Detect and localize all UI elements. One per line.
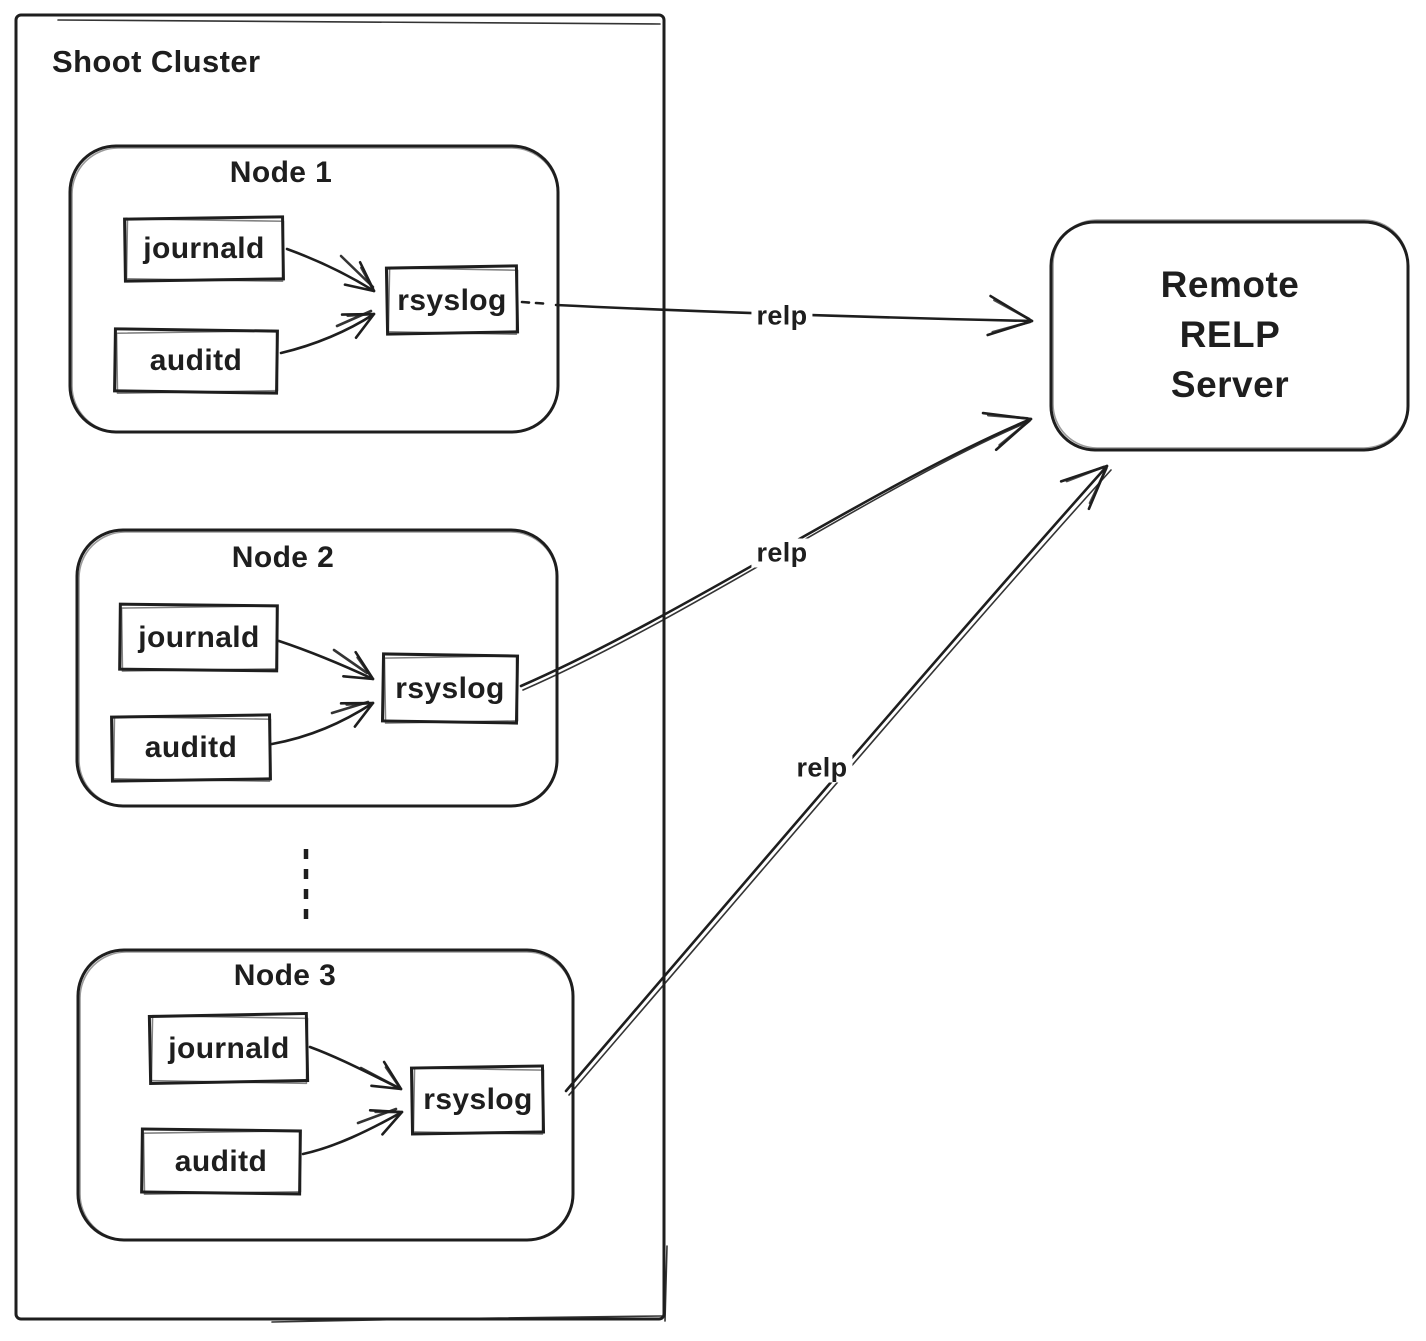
node-1-journald-box [123,215,285,283]
node-1-auditd-box [113,327,279,395]
node-2-auditd-label: auditd [144,731,238,764]
node-2-rsyslog-box [380,652,520,725]
node-1-internal-arrows [279,247,376,355]
remote-relp-server-label-line2: Server [1170,363,1290,405]
node-3-rsyslog-box [409,1064,546,1136]
node-3-journald-box [147,1011,310,1086]
node-2-internal-arrows [270,639,375,746]
node-2-journald-label: journald [138,621,260,654]
node-2-title: Node 2 [231,541,335,574]
remote-relp-server-label: Remote RELP Server [1132,260,1328,410]
remote-relp-server-box [1049,219,1410,452]
node-1-journald-label: journald [143,232,265,265]
node-3-internal-arrows [301,1045,404,1156]
node-1-title: Node 1 [229,156,333,189]
node-3-title: Node 3 [233,959,337,992]
node-3-rsyslog-label: rsyslog [423,1083,533,1116]
node-3-box [76,948,575,1242]
node-1-auditd-label: auditd [149,344,243,377]
node-1-box [68,144,560,434]
node-3-auditd-label: auditd [174,1145,268,1178]
node-3-auditd-box [140,1127,302,1196]
node-2-journald-box [118,602,279,673]
node-2-rsyslog-label: rsyslog [395,672,505,705]
node-3-journald-label: journald [168,1032,290,1065]
remote-relp-server-label-line1: Remote RELP [1160,264,1300,356]
edge-relp-label-3: relp [791,753,853,783]
edge-relp-label-2: relp [751,538,813,568]
cluster-title: Shoot Cluster [52,44,261,79]
edge-relp-label-1: relp [751,301,813,331]
node-1-rsyslog-label: rsyslog [397,284,507,317]
shoot-cluster-box [14,13,668,1323]
node-2-auditd-box [110,713,272,783]
node-1-rsyslog-box [384,264,520,336]
